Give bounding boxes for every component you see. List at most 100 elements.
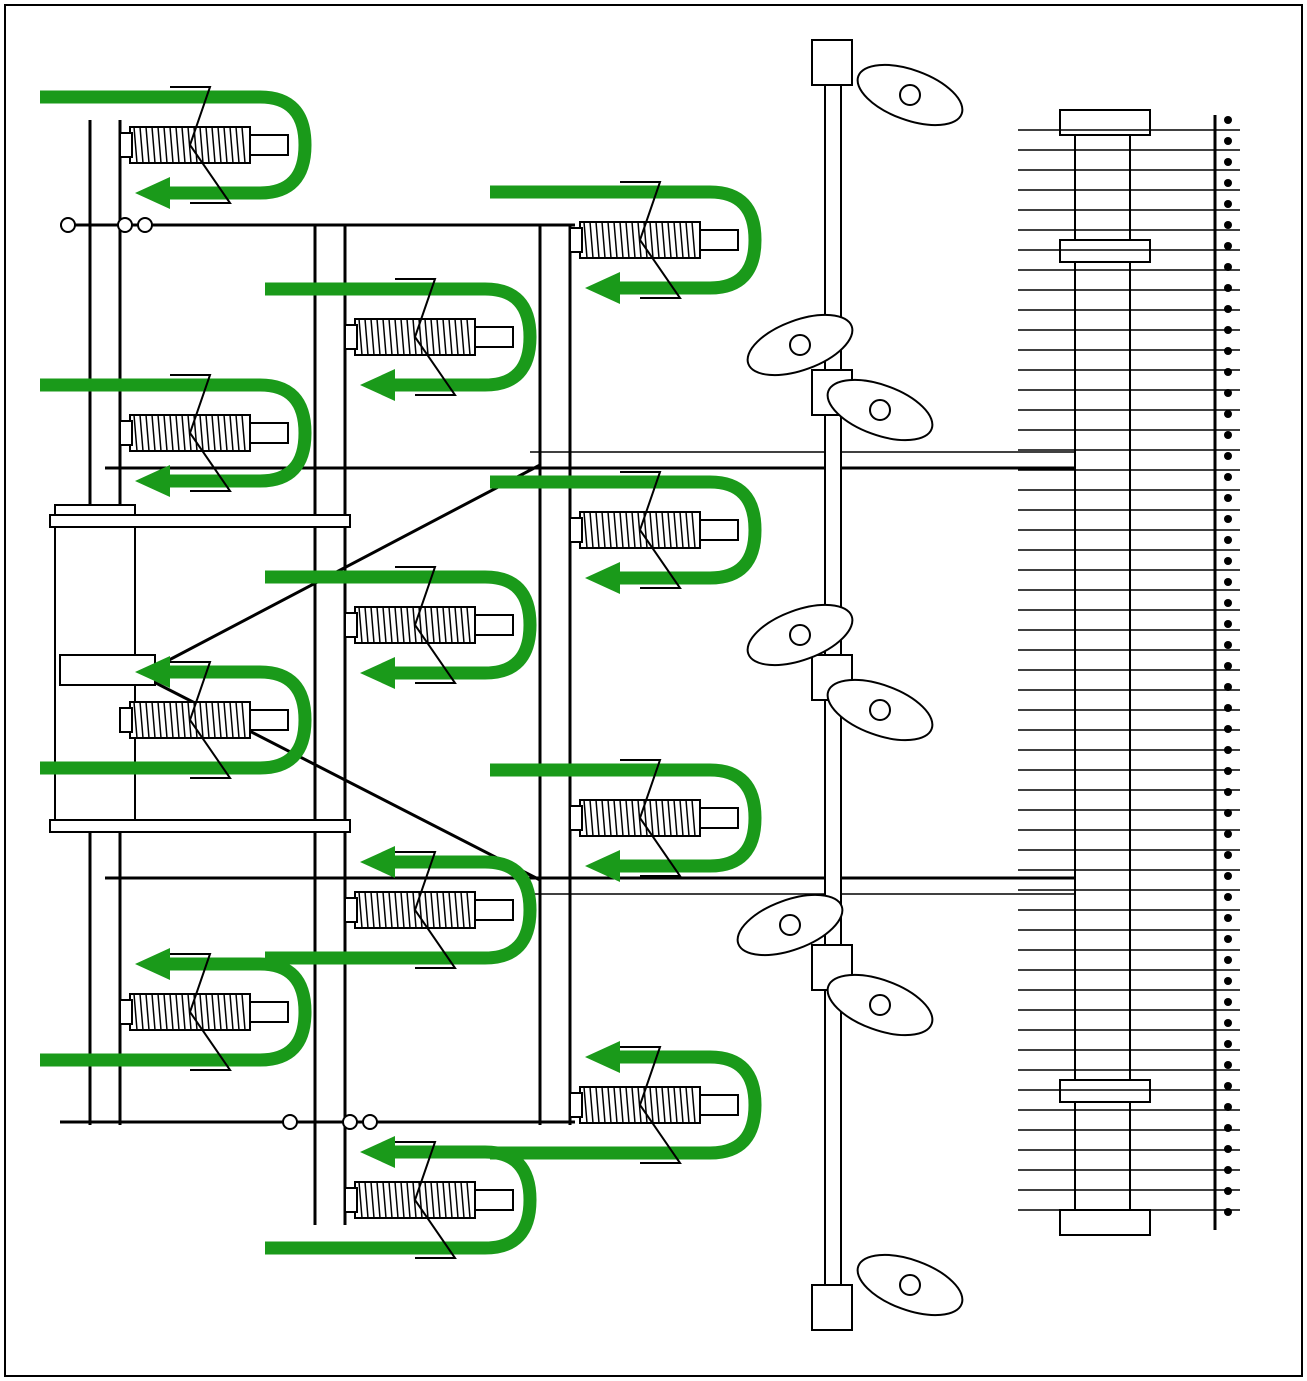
spring-coil [661,511,666,549]
spring-coil [364,891,369,929]
tine-cap [474,899,514,921]
spring-coil [211,126,216,164]
spring-coil [229,993,234,1031]
tine-unit [40,374,312,497]
spring-coil [583,511,588,549]
tine-cap [249,422,289,444]
hitch-crossbar-bottom [49,819,351,833]
tine-mount [119,707,133,733]
roller-bolt [1224,1019,1232,1027]
spring-coil [661,221,666,259]
roller-bolt [1224,431,1232,439]
spring-coil [400,891,405,929]
roller-bolt [1224,179,1232,187]
spring-coil [595,1086,600,1124]
spring-coil [661,799,666,837]
spring-coil [199,701,204,739]
roller-bolt [1224,452,1232,460]
spring-coil [406,1181,411,1219]
roller-bolt [1224,368,1232,376]
spring-coil [229,414,234,452]
tine-unit [490,759,762,882]
tine-shank [395,566,457,684]
disc-hub [869,699,891,721]
spring-coil [424,318,429,356]
roller-bolt [1224,1187,1232,1195]
spring-coil [466,606,471,644]
disc-hub [779,914,801,936]
flow-arrowhead [585,272,620,304]
spring-coil [376,1181,381,1219]
spring-coil [388,318,393,356]
spring-coil [394,1181,399,1219]
spring-coil [223,701,228,739]
spring-coil [589,1086,594,1124]
spring-coil [217,993,222,1031]
spring-coil [400,1181,405,1219]
spring-coil [133,414,138,452]
roller-bolt [1224,767,1232,775]
diagram-border [4,4,1303,1377]
spring-coil [406,318,411,356]
tine-unit [40,656,312,779]
spring-coil [619,799,624,837]
disc-coulter [826,378,934,442]
spring-coil [229,126,234,164]
roller-bolt [1224,641,1232,649]
spring-coil [601,511,606,549]
spring-coil [400,606,405,644]
spring-coil [613,511,618,549]
spring-coil [388,891,393,929]
roller-bolt [1224,683,1232,691]
spring-coil [235,701,240,739]
tine-cap [249,709,289,731]
spring-coil [235,993,240,1031]
tine-cap [474,326,514,348]
spring-coil [382,606,387,644]
flow-arrowhead [135,465,170,497]
roller-bolt [1224,704,1232,712]
spring-coil [583,1086,588,1124]
tine-unit [490,1041,762,1164]
tine-shank [395,278,457,396]
roller-bolt [1224,158,1232,166]
tine-mount [119,420,133,446]
flow-arrowhead [135,177,170,209]
spring-coil [217,414,222,452]
tine-cap [474,1189,514,1211]
spring-coil [685,1086,690,1124]
roller-bolt [1224,788,1232,796]
roller-bolt [1224,977,1232,985]
spring-coil [448,891,453,929]
disc-coulter [746,313,854,377]
spring-coil [169,993,174,1031]
roller-bolt [1224,956,1232,964]
spring-coil [613,799,618,837]
spring-coil [169,414,174,452]
spring-coil [607,511,612,549]
spring-coil [394,891,399,929]
spring-coil [595,221,600,259]
tine-unit [40,948,312,1071]
spring-coil [181,126,186,164]
tine-unit [265,278,537,401]
spring-coil [241,414,246,452]
spring-coil [673,799,678,837]
spring-coil [607,221,612,259]
spring-coil [370,891,375,929]
roller-bolt [1224,557,1232,565]
spring-coil [625,221,630,259]
disc-bar-bracket-bottom [811,1284,853,1331]
disc-hub [899,84,921,106]
roller-bolt [1224,1145,1232,1153]
spring-coil [370,606,375,644]
spring-coil [241,701,246,739]
spring-coil [442,318,447,356]
spring-coil [448,1181,453,1219]
spring-coil [601,799,606,837]
spring-coil [436,318,441,356]
spring-coil [400,318,405,356]
spring-coil [175,701,180,739]
disc-coulter [826,973,934,1037]
tine-cap [249,134,289,156]
